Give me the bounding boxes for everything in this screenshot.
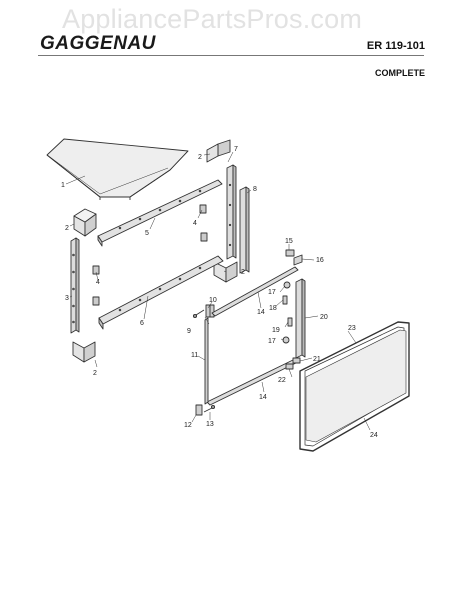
part-24-glass-panel [305,329,407,443]
callout-14: 14 [257,309,265,316]
part-7-vertical-strip [226,164,237,260]
part-9-screw [192,309,205,319]
brand-logo: GAGGENAU [40,33,156,54]
part-12-bottom-hinge [195,404,203,416]
callout-labels: 1 2 2 2 2 3 4 4 5 6 7 8 9 10 11 12 13 14… [61,146,378,439]
callout-14: 14 [259,394,267,401]
callout-7: 7 [234,146,238,153]
part-4-clip-upper [199,204,208,242]
part-2-corner-bracket-top-right [206,139,231,163]
callout-23: 23 [348,325,356,332]
part-5-upper-rail [97,179,223,247]
callout-13: 13 [206,421,214,428]
callout-8: 8 [253,186,257,193]
part-20-right-channel [295,278,306,359]
part-11-frame-left-bar [204,317,209,405]
part-21-hinge-piece [292,357,301,364]
callout-17: 17 [268,338,276,345]
part-8-vertical-channel [239,186,250,274]
callout-5: 5 [145,230,149,237]
part-16-hinge-plate [293,254,303,266]
part-19-pin [287,317,293,327]
part-2-corner-bracket-upper-left [73,208,97,237]
part-4-clip-lower [92,265,100,306]
leader-lines [65,151,371,431]
part-14-upper-bar [211,266,299,317]
callout-21: 21 [313,356,321,363]
part-22-hinge-piece [285,363,294,370]
watermark-text: AppliancePartsPros.com [62,4,363,34]
part-2-corner-bracket-mid-right [213,261,238,283]
callout-2: 2 [198,154,202,161]
callout-12: 12 [184,422,192,429]
header-rule [38,55,424,56]
callout-18: 18 [269,305,277,312]
callout-6: 6 [140,320,144,327]
model-number: ER 119-101 [366,40,425,52]
callout-4: 4 [96,279,100,286]
part-15-hinge-bracket [285,249,295,257]
callout-4: 4 [193,220,197,227]
callout-17: 17 [268,289,276,296]
part-3-left-post [70,237,80,334]
callout-19: 19 [272,327,280,334]
callout-2: 2 [65,225,69,232]
callout-10: 10 [209,297,217,304]
assembly-title: COMPLETE [374,68,425,78]
callout-2: 2 [241,269,245,276]
part-6-lower-rail [98,255,224,330]
part-17-knob-upper [283,281,291,289]
callout-2: 2 [93,370,97,377]
part-18-pin [282,295,288,305]
part-2-corner-bracket-lower-left [72,341,96,363]
callout-3: 3 [65,295,69,302]
callout-9: 9 [187,328,191,335]
callout-20: 20 [320,314,328,321]
part-10-hinge-upper [205,304,215,318]
callout-11: 11 [191,352,198,359]
callout-16: 16 [316,257,324,264]
part-1-top-cover [46,138,189,200]
callout-22: 22 [278,377,286,384]
part-13-bottom-screw [203,404,216,413]
callout-24: 24 [370,432,378,439]
part-17-knob-lower [282,336,290,344]
callout-15: 15 [285,238,293,245]
callout-1: 1 [61,182,65,189]
